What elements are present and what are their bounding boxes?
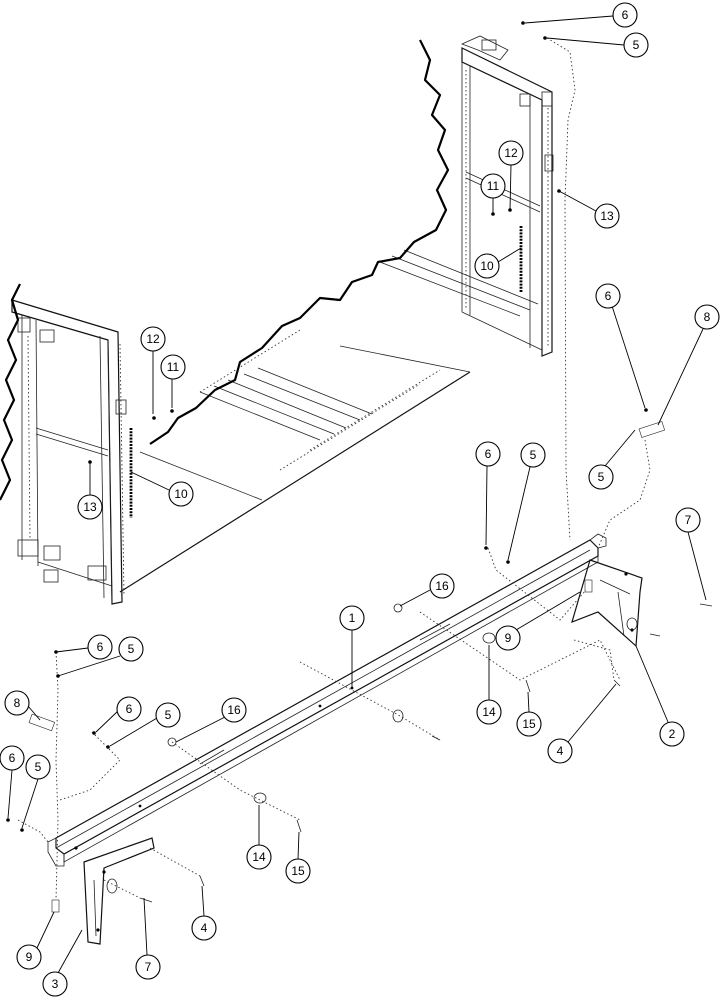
callout-6-left3: 6 <box>0 745 25 822</box>
callout-2-label: 2 <box>669 727 676 741</box>
callout-4-left: 4 <box>191 885 217 941</box>
callout-8-right-label: 8 <box>704 310 711 324</box>
callout-5-left3: 5 <box>20 754 51 832</box>
callout-16-left: 16 <box>175 697 247 743</box>
callout-8-left-label: 8 <box>14 696 21 710</box>
callout-5-left3-label: 5 <box>35 760 42 774</box>
right-upright-panel <box>460 35 561 357</box>
callout-6-left3-label: 6 <box>9 751 16 765</box>
callout-14-right-label: 14 <box>482 705 496 719</box>
main-rail <box>47 533 607 867</box>
callout-15-left-label: 15 <box>291 864 305 878</box>
callout-11-left-label: 11 <box>167 360 180 374</box>
callout-14-right: 14 <box>476 645 502 725</box>
callout-6-left2: 6 <box>92 696 142 735</box>
callout-5-left1-label: 5 <box>128 642 135 656</box>
callout-6-mid-label: 6 <box>485 447 492 461</box>
callout-10-right: 10 <box>474 247 522 279</box>
callout-7-left: 7 <box>135 897 161 980</box>
callout-5-right2: 5 <box>588 429 636 490</box>
break-line-left <box>0 283 21 501</box>
callout-16-right: 16 <box>399 573 455 607</box>
callout-12-right: 12 <box>498 140 524 211</box>
callout-9-left-label: 9 <box>26 950 33 964</box>
callout-12-right-label: 12 <box>504 146 518 160</box>
callout-3: 3 <box>42 929 83 997</box>
callout-13-right: 13 <box>558 190 620 229</box>
left-bracket <box>83 837 155 945</box>
callout-5-top: 5 <box>543 32 649 58</box>
callout-5-left1: 5 <box>56 636 144 678</box>
callout-15-right-label: 15 <box>522 717 536 731</box>
rail-assembly <box>17 37 713 945</box>
callout-7-right: 7 <box>675 507 707 601</box>
callout-6-mid: 6 <box>475 441 501 550</box>
callout-5-left2: 5 <box>106 702 181 749</box>
callout-6-top-label: 6 <box>622 8 629 22</box>
callout-12-left: 12 <box>140 326 166 414</box>
callout-12-left-label: 12 <box>146 332 160 346</box>
right-panel-perforations <box>465 70 549 346</box>
hardware <box>28 421 713 913</box>
cabinet-frame <box>0 35 561 605</box>
callout-3-label: 3 <box>52 977 59 991</box>
callout-13-right-label: 13 <box>600 209 614 223</box>
callout-6-right2: 6 <box>595 283 648 412</box>
callout-16-right-label: 16 <box>435 579 449 593</box>
callout-4-right: 4 <box>547 683 617 764</box>
callout-15-left: 15 <box>285 831 311 884</box>
break-line-upper <box>149 39 450 445</box>
callout-16-left-label: 16 <box>227 703 241 717</box>
callout-13-left-label: 13 <box>83 500 97 514</box>
callout-11-left: 11 <box>160 354 186 408</box>
assembly-dotted-lines <box>17 37 651 901</box>
callout-5-right2-label: 5 <box>598 470 605 484</box>
left-upright-panel <box>11 299 174 605</box>
callout-10-left-label: 10 <box>174 487 188 501</box>
callout-9-left: 9 <box>16 911 55 970</box>
callout-5-top-label: 5 <box>633 38 640 52</box>
callout-13-left: 13 <box>77 462 103 520</box>
callout-6-left1: 6 <box>54 634 113 660</box>
callout-11-right: 11 <box>480 173 506 214</box>
callout-4-left-label: 4 <box>201 921 208 935</box>
callout-5-mid: 5 <box>506 442 546 564</box>
callout-6-left1-label: 6 <box>97 640 104 654</box>
callout-10-right-label: 10 <box>480 259 494 273</box>
callout-14-left: 14 <box>246 805 272 870</box>
callout-5-mid-label: 5 <box>530 448 537 462</box>
right-bracket <box>571 559 643 648</box>
callout-1-label: 1 <box>349 611 356 625</box>
callout-1: 1 <box>339 605 365 688</box>
callout-15-right: 15 <box>516 691 542 737</box>
callout-9-right: 9 <box>495 591 581 651</box>
callout-2: 2 <box>635 645 685 747</box>
callout-5-left2-label: 5 <box>165 708 172 722</box>
callout-6-right2-label: 6 <box>605 289 612 303</box>
callout-6-left2-label: 6 <box>126 702 133 716</box>
floor-shelf-grid <box>119 249 539 593</box>
callout-9-right-label: 9 <box>505 631 512 645</box>
callout-7-right-label: 7 <box>685 513 692 527</box>
callout-14-left-label: 14 <box>252 850 266 864</box>
callout-10-left: 10 <box>130 471 194 507</box>
callout-8-left: 8 <box>4 690 41 721</box>
callout-6-top: 6 <box>521 2 638 28</box>
callout-7-left-label: 7 <box>145 960 152 974</box>
callout-4-right-label: 4 <box>557 744 564 758</box>
callout-11-right-label: 11 <box>487 179 500 193</box>
callout-8-right: 8 <box>657 304 720 426</box>
